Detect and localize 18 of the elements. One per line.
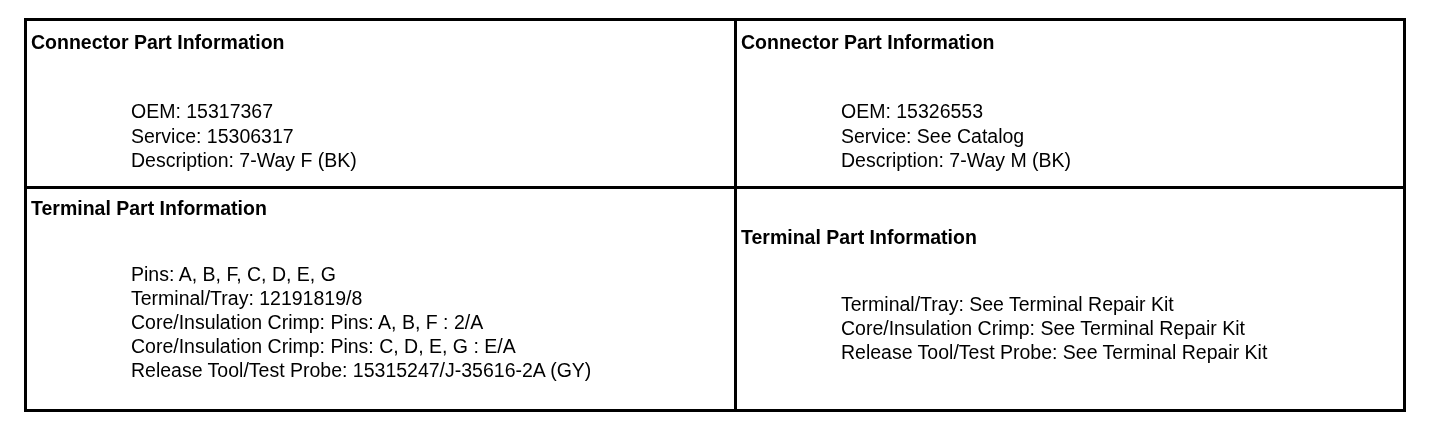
info-text: Service: 15306317 — [131, 125, 294, 147]
section-heading: Connector Part Information — [31, 31, 285, 53]
info-text: Core/Insulation Crimp: See Terminal Repair Kit — [841, 317, 1245, 339]
info-text: Terminal/Tray: 12191819/8 — [131, 287, 363, 309]
info-text: OEM: 15326553 — [841, 100, 983, 122]
info-text: OEM: 15317367 — [131, 100, 273, 122]
section-heading: Terminal Part Information — [741, 226, 977, 248]
info-text: Description: 7-Way F (BK) — [131, 149, 357, 171]
info-text: Service: See Catalog — [841, 125, 1025, 147]
info-text: Core/Insulation Crimp: Pins: C, D, E, G : E/A — [131, 335, 516, 357]
info-text: Release Tool/Test Probe: See Terminal Repair Kit — [841, 341, 1268, 363]
info-text: Description: 7-Way M (BK) — [841, 149, 1072, 171]
info-text: Pins: A, B, F, C, D, E, G — [131, 263, 336, 285]
section-heading: Terminal Part Information — [31, 197, 267, 219]
info-text: Release Tool/Test Probe: 15315247/J-35616-2A (GY) — [131, 359, 592, 381]
info-text: Terminal/Tray: See Terminal Repair Kit — [841, 293, 1174, 315]
info-text: Core/Insulation Crimp: Pins: A, B, F : 2/A — [131, 311, 484, 333]
section-heading: Connector Part Information — [741, 31, 995, 53]
